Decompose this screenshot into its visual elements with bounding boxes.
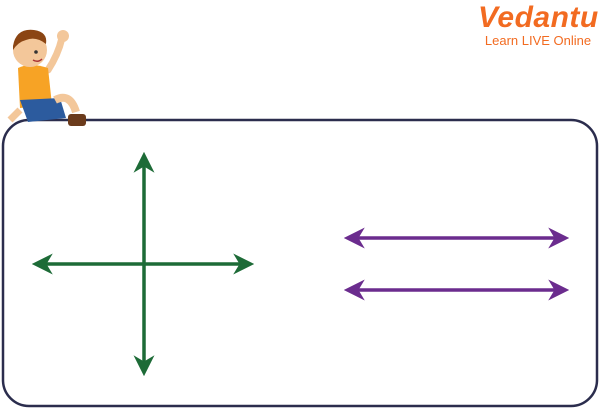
logo-tagline: Learn LIVE Online (484, 33, 592, 48)
boy-illustration (7, 29, 86, 126)
logo-brand: Vedantu (478, 1, 599, 34)
diagram-frame (1, 118, 599, 408)
vedantu-logo: Vedantu Learn LIVE Online (478, 2, 598, 48)
